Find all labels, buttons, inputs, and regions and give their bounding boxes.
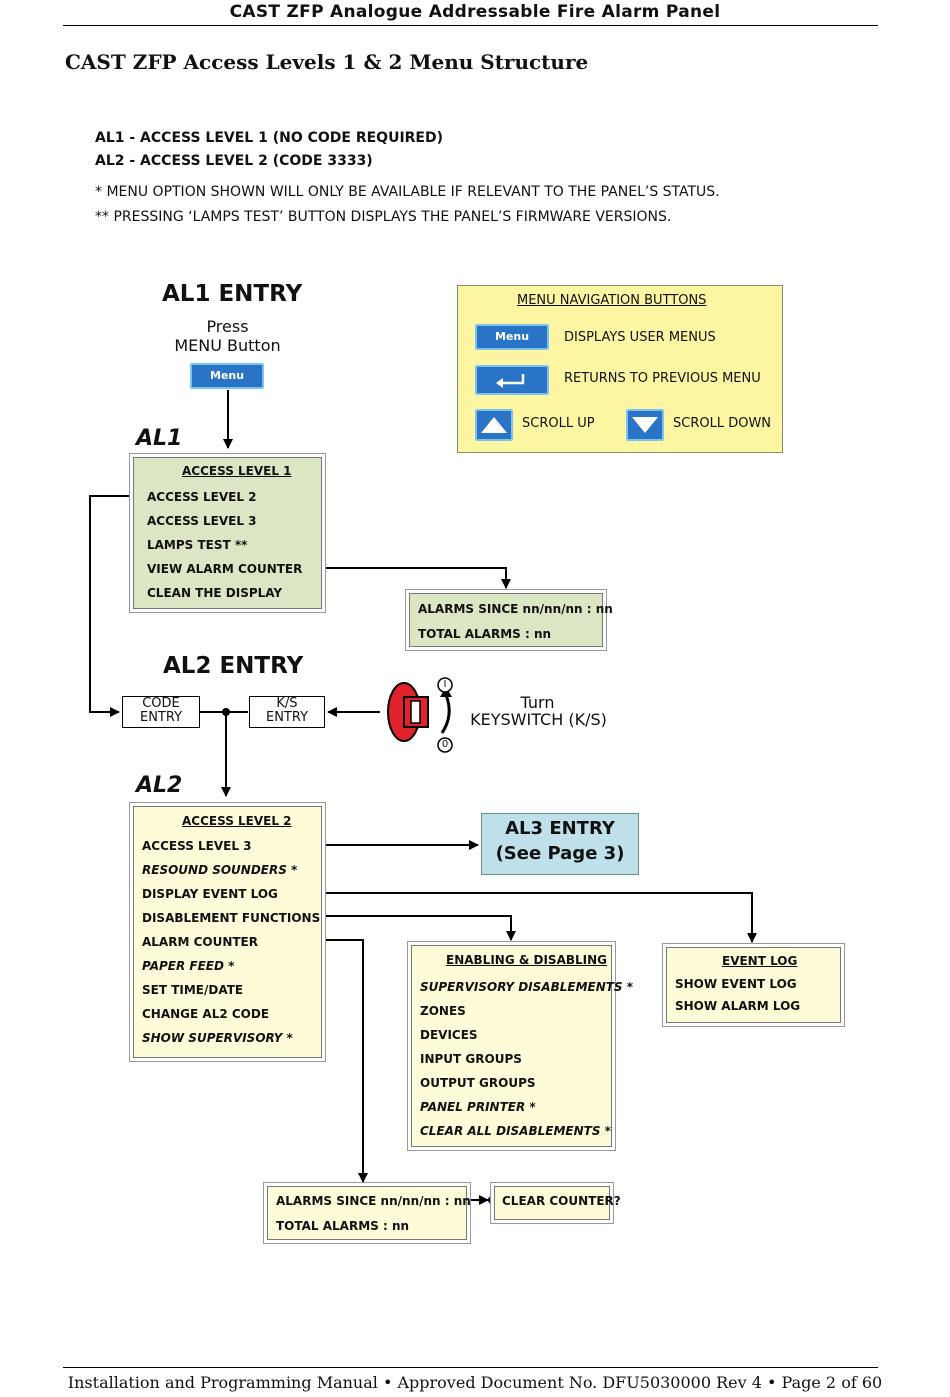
menu-item-output-groups[interactable]: OUTPUT GROUPS — [420, 1076, 536, 1090]
ks-entry-line-2: ENTRY — [265, 710, 309, 725]
scroll-up-button[interactable] — [475, 409, 513, 441]
al3-entry-page-ref: (See Page 3) — [495, 843, 625, 864]
menu-item-set-time-date[interactable]: SET TIME/DATE — [142, 983, 244, 997]
al2-menu-title: ACCESS LEVEL 2 — [182, 814, 292, 828]
menu-item-devices[interactable]: DEVICES — [420, 1028, 478, 1042]
navigation-buttons-panel: MENU NAVIGATION BUTTONS Menu DISPLAYS US… — [457, 285, 783, 453]
document-header: CAST ZFP Analogue Addressable Fire Alarm… — [229, 2, 721, 22]
keyswitch-icon[interactable]: I 0 — [382, 675, 462, 755]
keyswitch-off-position: 0 — [441, 739, 449, 750]
header-rule — [63, 25, 878, 26]
access-level-2-menu: ACCESS LEVEL 2 ACCESS LEVEL 3 RESOUND SO… — [133, 806, 322, 1058]
ks-entry-line-1: K/S — [276, 696, 298, 711]
code-entry-box[interactable]: CODE ENTRY — [122, 696, 200, 728]
menu-item-lamps-test[interactable]: LAMPS TEST ** — [147, 538, 248, 552]
al1-level-tag: AL1 — [136, 426, 183, 451]
keyswitch-on-position: I — [443, 679, 447, 690]
al2-alarms-since: ALARMS SINCE nn/nn/nn : nn — [276, 1194, 471, 1208]
section-title: CAST ZFP Access Levels 1 & 2 Menu Struct… — [65, 50, 589, 74]
menu-item-input-groups[interactable]: INPUT GROUPS — [420, 1052, 522, 1066]
clear-counter-label: CLEAR COUNTER? — [502, 1194, 621, 1208]
menu-item-supervisory-disablements[interactable]: SUPERVISORY DISABLEMENTS * — [420, 980, 634, 994]
menu-item-change-al2-code[interactable]: CHANGE AL2 CODE — [142, 1007, 270, 1021]
document-footer: Installation and Programming Manual • Ap… — [67, 1373, 883, 1392]
key-icon — [387, 677, 453, 753]
legend-note-1: * MENU OPTION SHOWN WILL ONLY BE AVAILAB… — [95, 184, 720, 200]
clear-counter-box[interactable]: CLEAR COUNTER? — [494, 1186, 621, 1220]
al2-alarm-counter-display: ALARMS SINCE nn/nn/nn : nn TOTAL ALARMS … — [267, 1186, 471, 1240]
menu-item-paper-feed[interactable]: PAPER FEED * — [142, 959, 235, 973]
nav-displays-label: DISPLAYS USER MENUS — [564, 330, 716, 345]
arrow-down-icon — [632, 417, 658, 433]
menu-item-zones[interactable]: ZONES — [420, 1004, 466, 1018]
enabling-menu-title: ENABLING & DISABLING — [446, 953, 608, 967]
al2-entry-title: AL2 ENTRY — [163, 653, 304, 679]
access-level-1-menu: ACCESS LEVEL 1 ACCESS LEVEL 2 ACCESS LEV… — [133, 457, 322, 609]
nav-scroll-up-label: SCROLL UP — [522, 416, 595, 431]
event-log-title: EVENT LOG — [722, 954, 798, 968]
return-arrow-icon — [496, 374, 525, 388]
menu-item-show-supervisory[interactable]: SHOW SUPERVISORY * — [142, 1031, 293, 1045]
back-button[interactable] — [475, 365, 549, 395]
al1-menu-button-label: MENU Button — [174, 336, 281, 355]
al1-alarm-counter-display: ALARMS SINCE nn/nn/nn : nn TOTAL ALARMS … — [409, 593, 613, 647]
menu-item-alarm-counter[interactable]: ALARM COUNTER — [142, 935, 258, 949]
keyswitch-label: KEYSWITCH (K/S) — [470, 710, 607, 729]
menu-item-disablement-functions[interactable]: DISABLEMENT FUNCTIONS — [142, 911, 321, 925]
al1-menu-title: ACCESS LEVEL 1 — [182, 464, 292, 478]
arrow-up-icon — [481, 417, 507, 433]
menu-item-view-alarm-counter[interactable]: VIEW ALARM COUNTER — [147, 562, 303, 576]
footer-rule — [63, 1367, 878, 1368]
legend-al2: AL2 - ACCESS LEVEL 2 (CODE 3333) — [95, 153, 373, 169]
enabling-disabling-menu: ENABLING & DISABLING SUPERVISORY DISABLE… — [411, 945, 633, 1147]
ks-entry-box[interactable]: K/S ENTRY — [249, 696, 325, 728]
menu-item-clean-display[interactable]: CLEAN THE DISPLAY — [147, 586, 283, 600]
menu-button[interactable]: Menu — [190, 363, 264, 389]
al3-entry-title: AL3 ENTRY — [505, 818, 615, 839]
code-entry-line-2: ENTRY — [139, 710, 183, 725]
al1-total-alarms: TOTAL ALARMS : nn — [418, 627, 552, 641]
menu-item-panel-printer[interactable]: PANEL PRINTER * — [420, 1100, 536, 1114]
nav-scroll-down-label: SCROLL DOWN — [673, 416, 772, 431]
legend-note-2: ** PRESSING ‘LAMPS TEST’ BUTTON DISPLAYS… — [95, 209, 672, 225]
al1-entry-title: AL1 ENTRY — [162, 281, 303, 307]
nav-menu-button[interactable]: Menu — [475, 324, 549, 350]
menu-item-access-level-2[interactable]: ACCESS LEVEL 2 — [147, 490, 257, 504]
code-entry-line-1: CODE — [142, 696, 180, 711]
al3-entry-box[interactable]: AL3 ENTRY (See Page 3) — [481, 813, 639, 875]
menu-item-show-alarm-log[interactable]: SHOW ALARM LOG — [675, 999, 801, 1013]
al1-press-label: Press — [206, 317, 249, 336]
al2-total-alarms: TOTAL ALARMS : nn — [276, 1219, 410, 1233]
menu-item-clear-all-disablements[interactable]: CLEAR ALL DISABLEMENTS * — [420, 1124, 611, 1138]
menu-item-access-level-3[interactable]: ACCESS LEVEL 3 — [147, 514, 257, 528]
menu-item-display-event-log[interactable]: DISPLAY EVENT LOG — [142, 887, 278, 901]
menu-item-resound-sounders[interactable]: RESOUND SOUNDERS * — [142, 863, 298, 877]
turn-label: Turn — [520, 693, 555, 712]
scroll-down-button[interactable] — [626, 409, 664, 441]
nav-returns-label: RETURNS TO PREVIOUS MENU — [564, 371, 761, 386]
nav-panel-title: MENU NAVIGATION BUTTONS — [517, 293, 707, 308]
legend-al1: AL1 - ACCESS LEVEL 1 (NO CODE REQUIRED) — [95, 130, 444, 146]
event-log-menu: EVENT LOG SHOW EVENT LOG SHOW ALARM LOG — [666, 947, 841, 1023]
al2-level-tag: AL2 — [136, 773, 183, 798]
al1-alarms-since: ALARMS SINCE nn/nn/nn : nn — [418, 602, 613, 616]
menu-item-show-event-log[interactable]: SHOW EVENT LOG — [675, 977, 797, 991]
menu-item-access-level-3[interactable]: ACCESS LEVEL 3 — [142, 839, 252, 853]
